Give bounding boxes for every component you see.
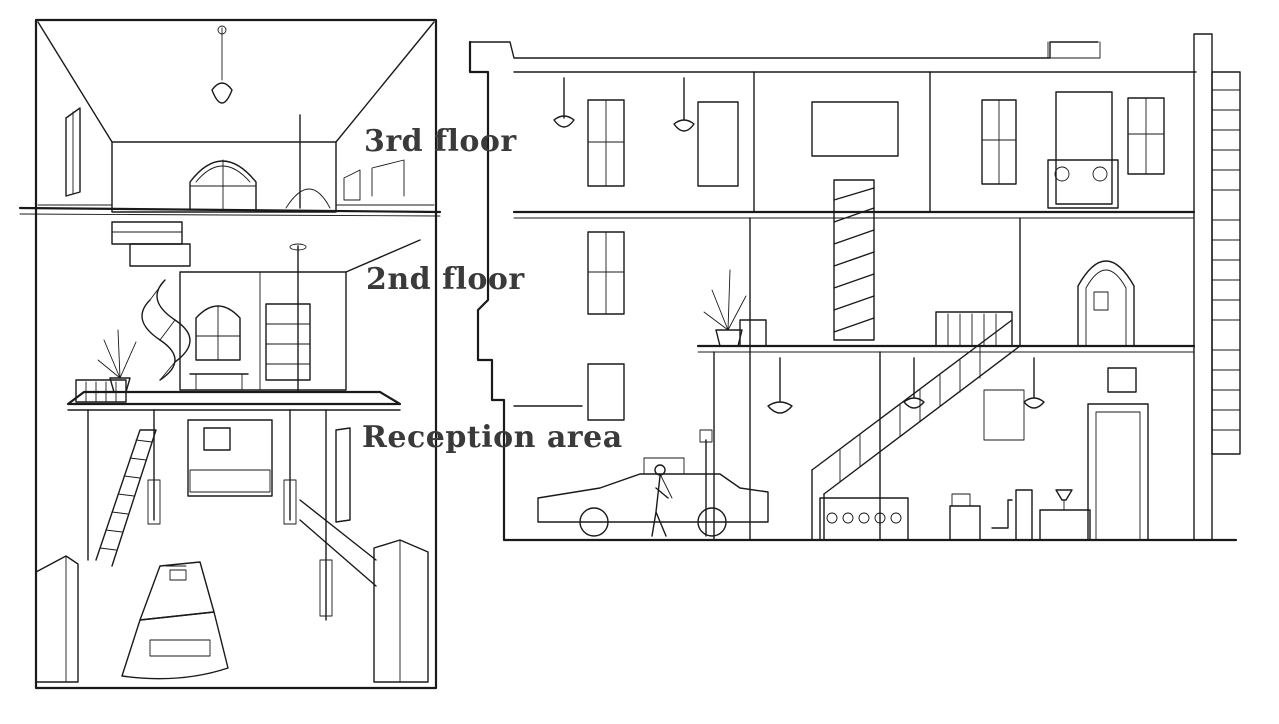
section-car <box>537 473 769 523</box>
fire-escape <box>1211 71 1241 455</box>
back-wall-2nd <box>179 271 347 391</box>
ceiling-lamp <box>211 82 233 104</box>
back-wall-3rd <box>111 141 337 213</box>
second-floor-label: 2nd floor <box>366 262 525 297</box>
reception-area-label: Reception area <box>362 420 623 455</box>
building-outline <box>468 40 1238 542</box>
reception-staircase <box>95 429 157 567</box>
arched-window <box>189 160 257 211</box>
cross-section-drawing <box>468 33 1241 542</box>
perspective-interior-drawing <box>18 18 442 690</box>
third-floor-label: 3rd floor <box>364 124 517 159</box>
reception-stair-section <box>811 319 1021 541</box>
perspective-frame <box>34 18 438 690</box>
third-floor-slab <box>18 206 442 214</box>
spiral-stair-right <box>833 179 875 341</box>
car-body <box>121 611 229 680</box>
car-roof <box>139 561 215 621</box>
mezzanine-slab <box>66 390 402 406</box>
